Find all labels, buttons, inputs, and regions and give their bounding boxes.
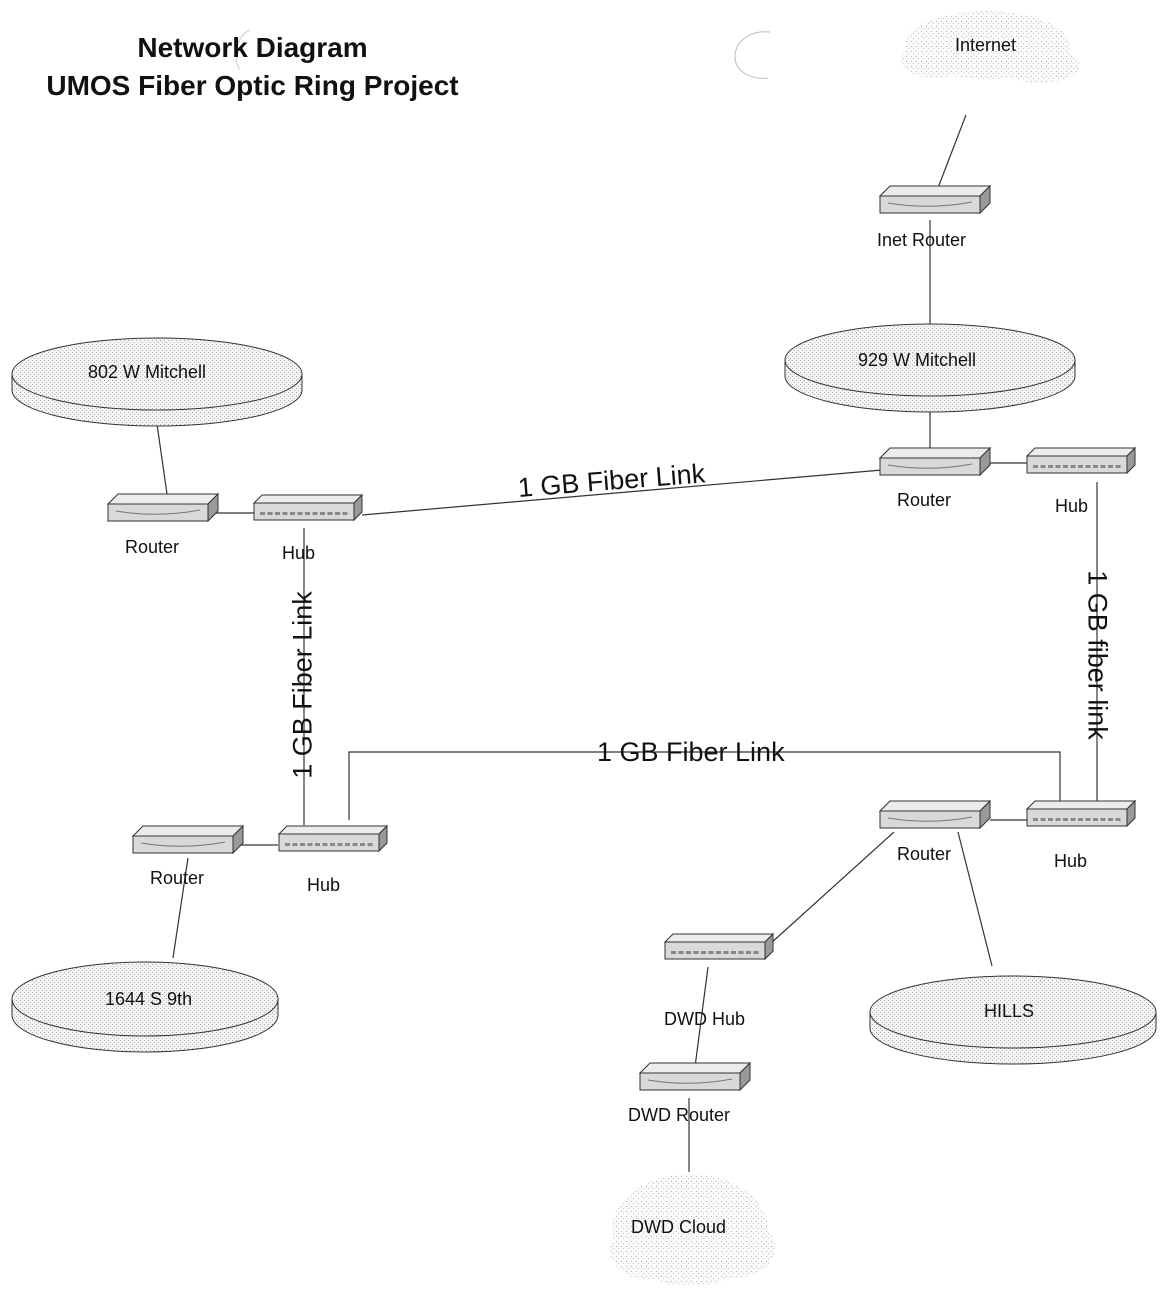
router-hills-icon [878,799,992,830]
internet-cloud [901,11,1080,83]
router-hills-label: Router [897,844,952,864]
router-802-label: Router [125,537,180,557]
inet-router-icon [878,184,992,215]
dwd-cloud [610,1174,775,1286]
decorative-arc-title [235,29,251,71]
router-929-label: Router [897,490,952,510]
bottom-fiber-link-line [348,751,1061,820]
bottom-fiber-link-label: 1 GB Fiber Link [597,737,785,767]
router-hills-to-hills-line [957,831,993,967]
site-1644-s-9th-ellipse [11,961,279,1053]
dwd-router-label: DWD Router [628,1105,731,1125]
right-fiber-link-label: 1 GB fiber link [1082,570,1113,740]
site-1644-label: 1644 S 9th [105,989,193,1009]
hub-802-icon [252,493,364,522]
hub-929-label: Hub [1055,496,1089,516]
router-802-icon [106,492,220,523]
site-hills-label: HILLS [984,1001,1035,1021]
dwd-hub-to-router-line [694,966,709,1068]
hub-1644-label: Hub [307,875,341,895]
dwd-hub-label: DWD Hub [664,1009,746,1029]
top-fiber-link-line [361,469,883,516]
internet-label: Internet [955,35,1017,55]
diagram-subtitle: UMOS Fiber Optic Ring Project [46,70,459,101]
router-1644-icon [131,824,245,855]
hub-929-icon [1025,446,1137,475]
router-hills-to-dwd-hub-line [769,831,895,945]
site-hills-ellipse [869,975,1157,1065]
dwd-hub-icon [663,932,775,961]
diagram-title: Network Diagram [137,32,368,63]
site-802-w-mitchell-ellipse [11,337,303,427]
dwd-router-icon [638,1061,752,1092]
hub-hills-label: Hub [1054,851,1088,871]
router-1644-label: Router [150,868,205,888]
dwd-cloud-label: DWD Cloud [631,1217,727,1237]
hub-1644-icon [277,824,389,853]
internet-to-inet-router-line [935,114,967,194]
hub-hills-icon [1025,799,1137,828]
inet-router-label: Inet Router [877,230,967,250]
decorative-arc [734,31,771,79]
connection-lines [154,114,1098,1172]
router-929-icon [878,446,992,477]
left-fiber-link-label: 1 GB Fiber Link [287,591,318,779]
site-929-w-mitchell-ellipse [784,323,1076,413]
router-1644-to-site-line [172,857,189,959]
site-929-label: 929 W Mitchell [858,350,977,370]
hub-802-label: Hub [282,543,316,563]
site-802-label: 802 W Mitchell [88,362,207,382]
